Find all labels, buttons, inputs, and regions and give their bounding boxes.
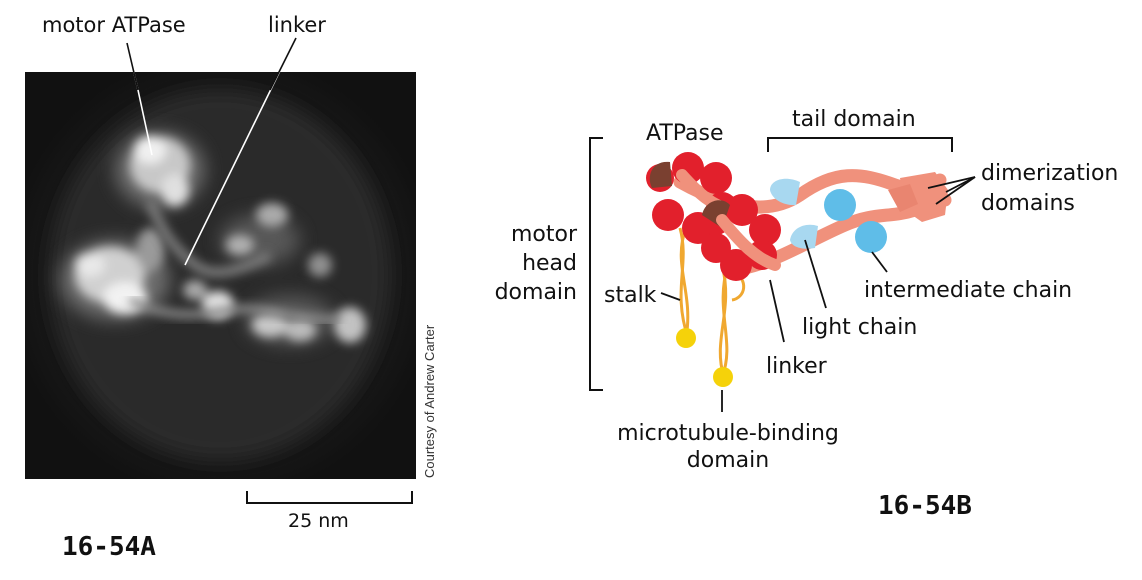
em-particle xyxy=(50,90,390,460)
label-linker-a: linker xyxy=(268,13,326,37)
label-light-chain: light chain xyxy=(802,315,917,340)
intermediate-chain-leader xyxy=(871,251,888,273)
panel-b: ATPase tail domain dimerization domains … xyxy=(495,107,1119,521)
dimerization-domain xyxy=(888,172,948,222)
label-microtubule-binding: microtubule-binding xyxy=(617,421,839,446)
label-atpase: ATPase xyxy=(646,121,724,146)
image-credit: Courtesy of Andrew Carter xyxy=(422,324,437,478)
label-tail-domain: tail domain xyxy=(792,107,916,132)
motor-atpase-callout-line-top xyxy=(126,42,139,91)
light-chain-1 xyxy=(770,178,800,206)
label-domain: domain xyxy=(495,280,577,305)
label-intermediate-chain: intermediate chain xyxy=(864,278,1072,303)
microtubule-binding-domain-2 xyxy=(713,367,733,387)
linker-callout-line-top xyxy=(269,37,297,91)
label-head: head xyxy=(522,251,577,276)
label-motor: motor xyxy=(511,222,578,247)
light-chain-2 xyxy=(790,224,818,249)
microtubule-binding-domain-1 xyxy=(676,328,696,348)
intermediate-chain-1 xyxy=(824,189,856,221)
light-chain-leader xyxy=(804,239,827,309)
label-dimerization: dimerization xyxy=(981,161,1118,186)
scale-bar xyxy=(246,491,413,504)
dimerization-leader-1 xyxy=(927,176,976,189)
linker-b-leader xyxy=(769,279,785,343)
label-microtubule-binding-domain: domain xyxy=(687,448,769,473)
stalk-leader xyxy=(660,292,681,301)
dimerization-leader-3 xyxy=(945,176,976,193)
stalk-2 xyxy=(718,264,730,378)
intermediate-chain-2 xyxy=(855,221,887,253)
scale-bar-label: 25 nm xyxy=(288,510,349,532)
label-stalk: stalk xyxy=(604,283,657,308)
stalk-1 xyxy=(678,227,690,339)
figure-number-b: 16-54B xyxy=(878,491,972,521)
label-linker-b: linker xyxy=(766,354,828,379)
label-dimerization-domains: domains xyxy=(981,191,1075,216)
panel-a: motor ATPase linker Courtesy of Andrew C… xyxy=(25,13,437,562)
figure-number-a: 16-54A xyxy=(62,532,156,562)
motor-head-bracket xyxy=(589,137,603,391)
tail-domain-bracket xyxy=(767,137,953,152)
dimerization-leader-2 xyxy=(935,176,976,205)
label-motor-atpase: motor ATPase xyxy=(42,13,186,37)
linker-2 xyxy=(716,214,781,271)
